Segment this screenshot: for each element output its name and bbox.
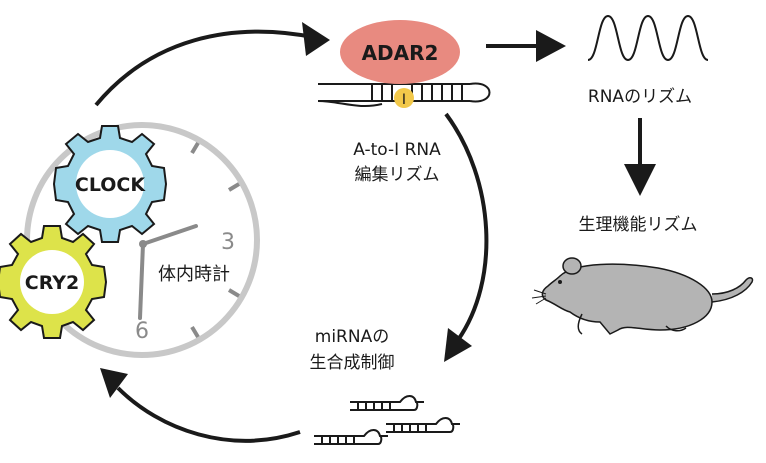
mouse-eye [558, 280, 562, 284]
clock-ticks [190, 141, 241, 339]
mirna-hairpin-icon [314, 395, 460, 445]
clock-numeral-6: 6 [135, 319, 149, 344]
arrowhead-to-rna [536, 30, 566, 62]
adar2-label: ADAR2 [362, 41, 439, 65]
rna-tail [317, 100, 383, 108]
mirna-label-line1: miRNAの [315, 327, 389, 347]
arrowhead-to-mirna [444, 328, 472, 362]
mouse-ear [562, 257, 582, 275]
clock-gear-hub [76, 150, 144, 218]
rna-base-pairs [371, 84, 463, 101]
editing-rhythm-line2: 編集リズム [355, 165, 440, 185]
clock-gear: CLOCK [52, 125, 168, 243]
inosine-marker [394, 88, 414, 108]
mouse-tail [711, 277, 754, 303]
mouse-whiskers [531, 289, 547, 305]
cry2-gene-label: CRY2 [25, 272, 80, 294]
cry2-gear-hub [20, 250, 84, 314]
clock-numeral-3: 3 [221, 230, 235, 255]
rna-rhythm-label: RNAのリズム [588, 87, 692, 107]
cry2-gear: CRY2 [0, 225, 108, 339]
inosine-label: I [402, 92, 406, 108]
arrow-clock-to-adar2 [94, 29, 319, 107]
sine-wave-icon [587, 14, 709, 62]
mirna-label-line2: 生合成制御 [310, 353, 395, 373]
mouse-hind-leg [665, 325, 687, 332]
mouse-body [541, 263, 713, 335]
clock-hand-minute [138, 242, 145, 320]
adar2-rna-complex: ADAR2 I [317, 20, 491, 108]
body-clock-label: 体内時計 [158, 264, 230, 285]
arrowhead-to-clock [100, 368, 128, 398]
arrowhead-to-physio [624, 164, 656, 196]
rna-strand [318, 82, 491, 103]
arrow-mirna-to-clock [116, 386, 301, 443]
mouse-front-leg [577, 313, 583, 335]
editing-rhythm-line1: A-to-I RNA [353, 140, 441, 160]
clock-hand-hour [141, 224, 198, 246]
clock-gene-label: CLOCK [75, 174, 146, 196]
clock-center [139, 240, 147, 248]
arrow-adar2-to-mirna [444, 112, 489, 342]
arrowhead-to-adar2 [302, 22, 330, 56]
mouse-icon [531, 257, 754, 335]
physio-rhythm-label: 生理機能リズム [579, 215, 698, 235]
adar2-protein [340, 20, 460, 84]
